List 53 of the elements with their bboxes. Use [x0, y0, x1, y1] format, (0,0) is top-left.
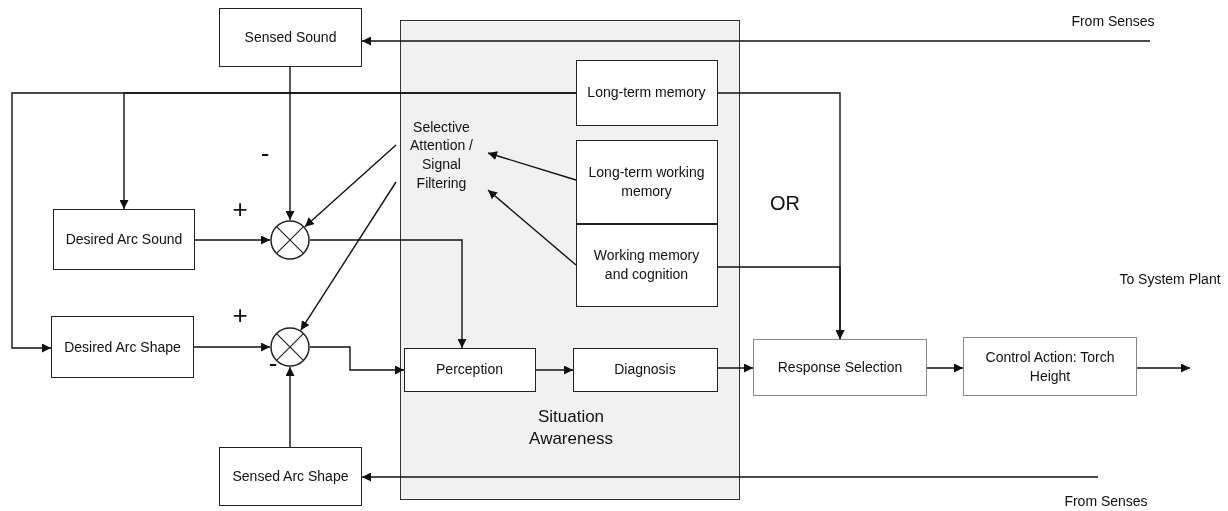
arrow	[193, 342, 271, 352]
box-label: Desired Arc Shape	[64, 337, 181, 357]
process-box	[575, 139, 718, 224]
arrow	[717, 363, 754, 373]
arrow	[487, 151, 577, 181]
annotation-text: To System Plant	[1118, 270, 1222, 289]
box-label: Long-term working memory	[587, 162, 706, 201]
arrow	[300, 181, 397, 331]
annotation-text: From Senses	[1070, 12, 1156, 31]
arrow	[194, 235, 271, 245]
arrow	[535, 365, 574, 375]
sign-symbol: -	[259, 140, 271, 166]
process-box	[219, 8, 362, 67]
arrow	[487, 189, 577, 266]
process-box	[963, 337, 1137, 396]
process-box	[753, 339, 927, 396]
process-box	[219, 447, 362, 506]
arrow	[309, 239, 467, 349]
box-label: Sensed Sound	[244, 28, 337, 47]
process-box	[575, 223, 718, 307]
sign-symbol: -	[267, 350, 279, 376]
arrow	[361, 472, 1099, 482]
process-box	[403, 347, 536, 392]
panel-title: Situation Awareness	[528, 406, 614, 451]
arrow	[11, 92, 577, 353]
box-label: Response Selection	[777, 358, 903, 377]
arrow	[717, 266, 845, 340]
process-box	[575, 59, 718, 126]
box-label: Desired Arc Sound	[65, 230, 183, 249]
box-label: Perception	[436, 360, 503, 379]
arrow	[304, 144, 397, 228]
box-label: Long-term memory	[587, 83, 706, 102]
arrow	[926, 363, 964, 373]
arrow	[361, 36, 1151, 46]
arrow	[285, 366, 295, 448]
arrow	[309, 346, 405, 375]
box-label: Diagnosis	[614, 360, 676, 379]
process-box	[53, 209, 195, 270]
annotation-text: OR	[769, 191, 801, 216]
arrow	[285, 66, 295, 221]
arrow	[1136, 363, 1191, 373]
process-box	[51, 316, 194, 378]
box-label: Control Action: Torch Height	[984, 347, 1116, 386]
summing-junction	[270, 327, 310, 367]
box-label: Working memory and cognition	[592, 246, 701, 284]
sign-symbol: +	[231, 302, 249, 328]
group-panel	[400, 20, 740, 500]
summing-junction	[270, 220, 310, 260]
process-box	[572, 347, 718, 392]
box-label: Sensed Arc Shape	[232, 467, 349, 486]
sign-symbol: +	[231, 196, 249, 222]
annotation-text: Selective Attention / Signal Filtering	[395, 115, 488, 208]
annotation-text: From Senses	[1063, 492, 1149, 511]
